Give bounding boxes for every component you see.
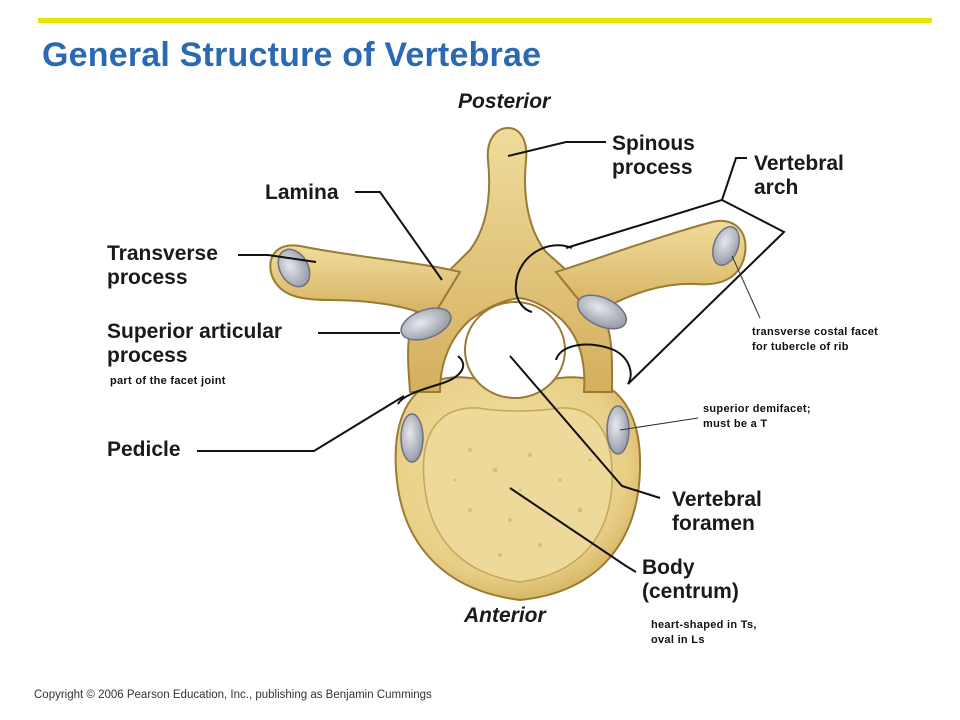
arch-bracket-upper [514, 244, 573, 313]
right-transverse-facet [712, 226, 740, 266]
left-superior-articular-facet [400, 307, 452, 341]
note-leader-lines [619, 255, 761, 431]
vertebral-arch-shape [407, 126, 614, 393]
label-pedicle: Pedicle [107, 438, 181, 461]
note-body-shape: heart-shaped in Ts, oval in Ls [651, 619, 757, 646]
arch-bracket-right [555, 343, 632, 385]
left-transverse-process-shape [269, 244, 462, 320]
label-vertebral-arch: Vertebral arch [754, 152, 844, 199]
label-superior-articular-process: Superior articular process [107, 320, 283, 367]
right-superior-articular-facet [576, 294, 628, 330]
title-accent-bar [38, 18, 932, 23]
left-demifacet [400, 413, 424, 463]
copyright-footer: Copyright © 2006 Pearson Education, Inc.… [34, 689, 432, 701]
right-transverse-process-shape [554, 219, 747, 318]
note-transverse-costal-facet: transverse costal facet for tubercle of … [752, 326, 879, 353]
label-lamina: Lamina [265, 181, 339, 204]
leader-lines [197, 141, 786, 573]
note-superior-demifacet: superior demifacet; must be a T [703, 403, 811, 430]
pedicle-bracket [397, 355, 465, 405]
right-demifacet [606, 405, 630, 455]
vertebral-foramen-hole [464, 301, 566, 399]
label-posterior: Posterior [458, 90, 551, 113]
spongy-texture [453, 448, 592, 557]
label-transverse-process: Transverse process [107, 242, 218, 289]
page-title: General Structure of Vertebrae [42, 36, 542, 74]
label-spinous-process: Spinous process [612, 132, 695, 179]
label-body: Body (centrum) [642, 556, 739, 603]
note-facet-joint: part of the facet joint [110, 375, 226, 387]
label-anterior: Anterior [464, 604, 546, 627]
label-vertebral-foramen: Vertebral foramen [672, 488, 762, 535]
